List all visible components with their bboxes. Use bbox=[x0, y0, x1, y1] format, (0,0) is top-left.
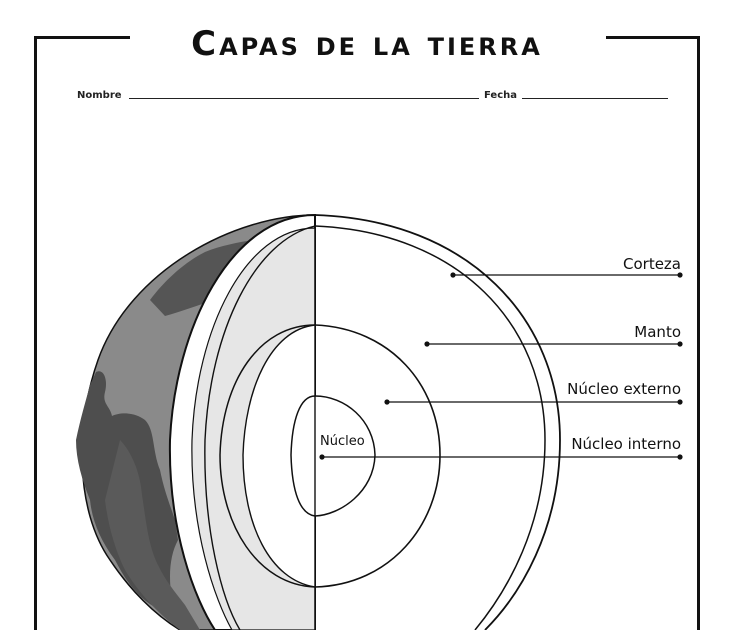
frame-top-left bbox=[34, 36, 130, 39]
nucleo-inner-label: Núcleo bbox=[320, 434, 365, 449]
inner-core-label: Núcleo interno bbox=[571, 435, 681, 453]
mantle-pointer-dot bbox=[424, 341, 430, 347]
frame-left bbox=[34, 36, 37, 630]
continent-shape bbox=[105, 440, 200, 630]
name-field[interactable] bbox=[129, 98, 479, 99]
mantle-outline bbox=[314, 225, 546, 630]
outer-core-label: Núcleo externo bbox=[567, 380, 681, 398]
crust-outline bbox=[314, 214, 561, 630]
name-label: Nombre bbox=[77, 90, 122, 101]
outer-core-pointer-dot bbox=[384, 399, 390, 405]
frame-top-right bbox=[606, 36, 700, 39]
crust-pointer-dot bbox=[450, 272, 456, 278]
mantle-label: Manto bbox=[634, 323, 681, 341]
inner-core-pointer-dot bbox=[319, 454, 325, 460]
date-field[interactable] bbox=[522, 98, 668, 99]
date-label: Fecha bbox=[484, 90, 518, 101]
page-title: Capas de la tierra bbox=[191, 24, 543, 64]
inner-core bbox=[290, 395, 376, 517]
crust-label: Corteza bbox=[623, 255, 681, 273]
frame-right bbox=[697, 36, 700, 630]
